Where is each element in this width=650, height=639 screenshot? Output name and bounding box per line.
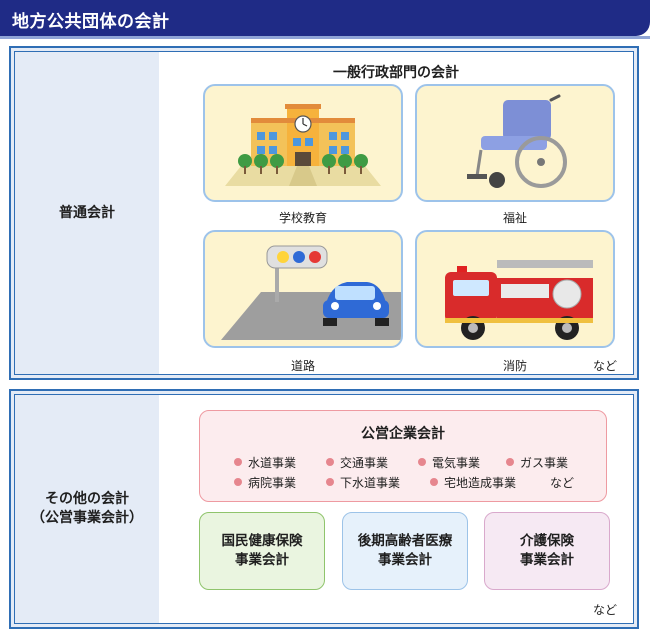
other-more-label: など <box>593 603 618 617</box>
other-account-section: その他の会計 （公営事業会計） 公営企業会計 水道事業 交通事業 電気事業 ガス… <box>9 389 639 629</box>
insurance-line1: 国民健康保険 <box>221 533 303 550</box>
list-item: 下水道事業 <box>326 474 400 491</box>
other-account-content: 公営企業会計 水道事業 交通事業 電気事業 ガス事業 病院事業 下水道事業 宅地… <box>159 395 633 623</box>
bullet-dot-icon <box>234 478 242 486</box>
national-health-insurance-box: 国民健康保険 事業会計 <box>199 512 325 590</box>
general-more-label: など <box>593 359 618 373</box>
public-enterprise-more: など <box>550 476 575 490</box>
road-car-traffic-light-icon <box>221 245 401 340</box>
school-building-icon <box>225 104 381 186</box>
list-item: 電気事業 <box>418 454 480 471</box>
other-account-label: その他の会計 （公営事業会計） <box>15 395 159 623</box>
list-item: 宅地造成事業 <box>430 474 516 491</box>
insurance-line2: 事業会計 <box>235 552 289 568</box>
elderly-medical-box: 後期高齢者医療 事業会計 <box>342 512 468 590</box>
insurance-line2: 事業会計 <box>520 552 574 568</box>
bullet-dot-icon <box>418 458 426 466</box>
card-school-label: 学校教育 <box>278 211 327 225</box>
public-enterprise-box: 公営企業会計 水道事業 交通事業 電気事業 ガス事業 病院事業 下水道事業 宅地… <box>199 410 607 502</box>
card-welfare-label: 福祉 <box>502 211 527 225</box>
bullet-dot-icon <box>234 458 242 466</box>
insurance-line2: 事業会計 <box>378 552 432 568</box>
other-account-label-line1: その他の会計 <box>45 491 129 508</box>
bullet-dot-icon <box>326 458 334 466</box>
header-bar: 地方公共団体の会計 <box>0 0 650 36</box>
nursing-care-insurance-box: 介護保険 事業会計 <box>484 512 610 590</box>
card-road <box>203 230 403 348</box>
card-school <box>203 84 403 202</box>
header-underline <box>0 36 650 39</box>
card-fire <box>415 230 615 348</box>
wheelchair-icon <box>467 94 567 188</box>
list-item: 病院事業 <box>234 474 296 491</box>
card-fire-label: 消防 <box>502 359 527 373</box>
bullet-dot-icon <box>506 458 514 466</box>
insurance-line1: 後期高齢者医療 <box>357 533 453 550</box>
bullet-dot-icon <box>430 478 438 486</box>
list-item: ガス事業 <box>506 454 568 471</box>
bullet-dot-icon <box>326 478 334 486</box>
public-enterprise-title: 公営企業会計 <box>361 426 445 442</box>
general-account-content: 一般行政部門の会計 <box>159 52 633 374</box>
card-road-label: 道路 <box>290 359 315 373</box>
general-account-section: 普通会計 一般行政部門の会計 <box>9 46 639 380</box>
insurance-line1: 介護保険 <box>520 533 574 550</box>
general-account-label: 普通会計 <box>59 204 115 221</box>
list-item: 交通事業 <box>326 454 388 471</box>
other-account-label-line2: （公営事業会計） <box>31 510 143 526</box>
fire-truck-icon <box>445 260 593 340</box>
general-admin-title: 一般行政部門の会計 <box>333 65 459 81</box>
section-inner-border <box>14 394 634 624</box>
list-item: 水道事業 <box>234 454 296 471</box>
page-title: 地方公共団体の会計 <box>12 12 170 32</box>
card-welfare <box>415 84 615 202</box>
section-inner-border <box>14 51 634 375</box>
